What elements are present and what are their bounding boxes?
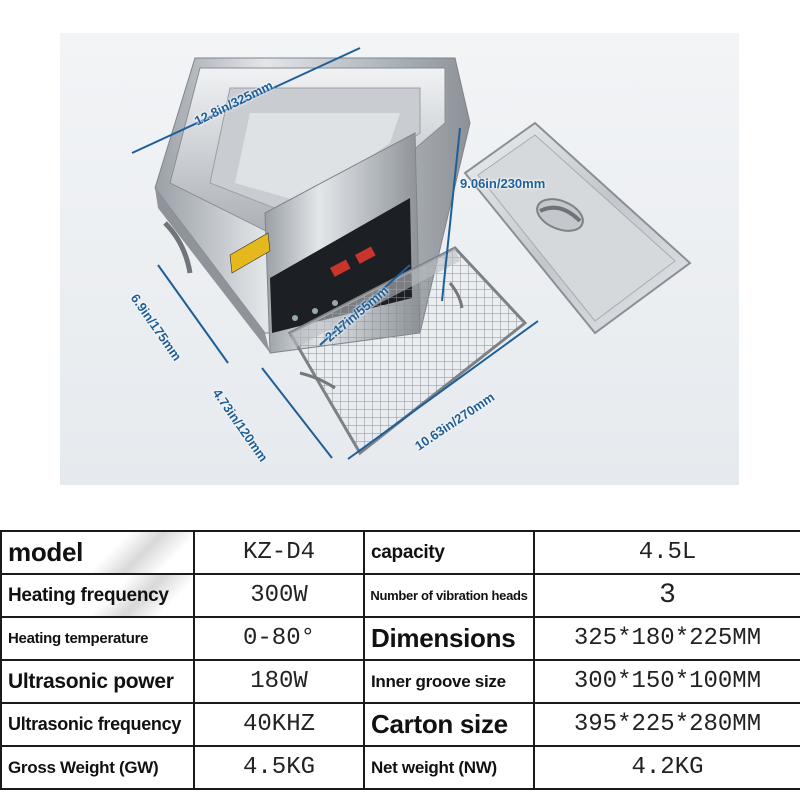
spec-label: Net weight (NW) <box>363 745 535 790</box>
table-row: Ultrasonic power 180W Inner groove size … <box>0 659 800 704</box>
spec-value: 300W <box>193 573 365 618</box>
spec-label: Inner groove size <box>363 659 535 704</box>
lid-width-dimension-label: 9.06in/230mm <box>460 176 546 191</box>
spec-value: 325*180*225MM <box>533 616 800 661</box>
spec-value: 40KHZ <box>193 702 365 747</box>
dimension-lines <box>131 47 539 460</box>
spec-label: capacity <box>363 530 535 575</box>
spec-label: Number of vibration heads <box>363 573 535 618</box>
lid <box>463 121 692 335</box>
table-row: Gross Weight (GW) 4.5KG Net weight (NW) … <box>0 745 800 790</box>
spec-value: KZ-D4 <box>193 530 365 575</box>
spec-label: Heating frequency <box>0 573 195 618</box>
spec-label: Heating temperature <box>0 616 195 661</box>
spec-label: Carton size <box>363 702 535 747</box>
spec-label: Ultrasonic power <box>0 659 195 704</box>
table-row: Ultrasonic frequency 40KHZ Carton size 3… <box>0 702 800 747</box>
table-row: model KZ-D4 capacity 4.5L <box>0 530 800 575</box>
cleaner-body <box>154 57 471 354</box>
spec-value: 4.2KG <box>533 745 800 790</box>
mesh-basket <box>287 246 528 456</box>
spec-label: Dimensions <box>363 616 535 661</box>
spec-value: 395*225*280MM <box>533 702 800 747</box>
spec-value: 4.5L <box>533 530 800 575</box>
product-photo: 12.8in/325mm 9.06in/230mm 6.9in/175mm 2.… <box>60 33 739 485</box>
spec-label: Gross Weight (GW) <box>0 745 195 790</box>
spec-value: 4.5KG <box>193 745 365 790</box>
spec-label: model <box>0 530 195 575</box>
ultrasonic-cleaner-illustration <box>131 47 692 460</box>
spec-value: 0-80° <box>193 616 365 661</box>
table-row: Heating frequency 300W Number of vibrati… <box>0 573 800 618</box>
table-row: Heating temperature 0-80° Dimensions 325… <box>0 616 800 661</box>
spec-value: 180W <box>193 659 365 704</box>
spec-label: Ultrasonic frequency <box>0 702 195 747</box>
spec-value: 3 <box>533 573 800 618</box>
spec-value: 300*150*100MM <box>533 659 800 704</box>
spec-table: model KZ-D4 capacity 4.5L Heating freque… <box>0 530 800 790</box>
